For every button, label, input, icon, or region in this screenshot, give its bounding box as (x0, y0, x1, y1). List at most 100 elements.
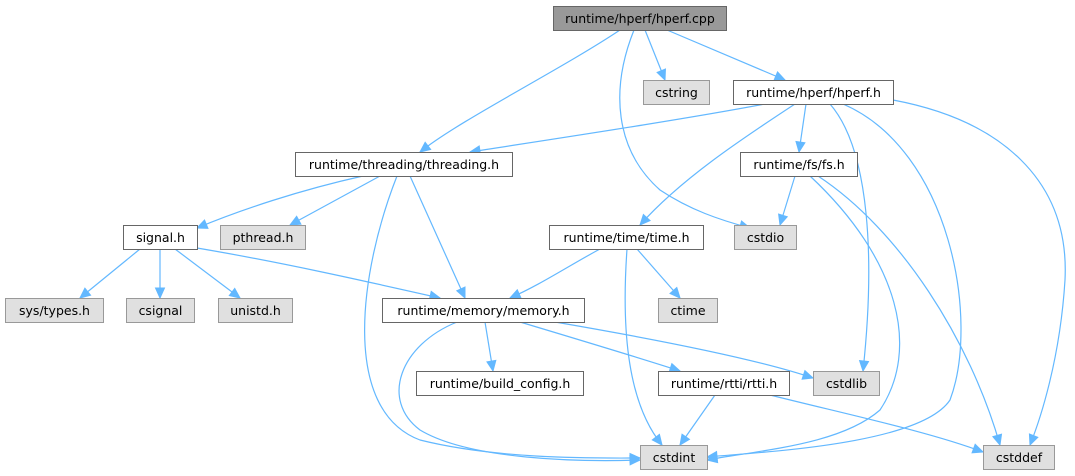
edge-threading_h-to-pthread_h (288, 175, 381, 226)
node-csignal: csignal (126, 298, 195, 323)
edge-rtti_h-to-cstddef (769, 394, 985, 454)
node-box (734, 225, 797, 250)
arrowhead-icon (858, 360, 870, 373)
arrowhead-icon (455, 286, 466, 300)
edge-time_h-to-memory_h (508, 248, 601, 299)
arrowhead-icon (991, 433, 1003, 447)
arrowhead-icon (971, 443, 985, 454)
node-threading-h[interactable]: runtime/threading/threading.h (295, 152, 513, 177)
edge-hperf_cpp-to-hperf_h (666, 29, 787, 81)
node-box (658, 298, 718, 323)
edge-rtti_h-to-cstdint (679, 394, 716, 446)
node-box (382, 298, 585, 323)
node-label: cstdint (653, 450, 696, 465)
node-box (220, 225, 306, 250)
arrowhead-icon (795, 140, 806, 154)
node-label: cstdlib (826, 376, 867, 391)
edge-line (817, 175, 1001, 446)
edge-line (639, 103, 796, 226)
edge-line (706, 103, 962, 458)
node-label: pthread.h (233, 230, 294, 245)
node-cstring: cstring (643, 80, 710, 105)
node-signal-h[interactable]: signal.h (123, 225, 198, 250)
node-label: runtime/fs/fs.h (753, 157, 844, 172)
edge-hperf_h-to-cstdlib (829, 103, 870, 373)
node-label: csignal (139, 303, 183, 318)
node-hperf-h[interactable]: runtime/hperf/hperf.h (733, 80, 894, 105)
arrowhead-icon (1028, 433, 1039, 447)
edge-line (769, 394, 984, 453)
node-memory-h[interactable]: runtime/memory/memory.h (382, 298, 585, 323)
node-unistd-h: unistd.h (218, 298, 293, 323)
edge-line (892, 99, 1066, 446)
node-box (5, 298, 104, 323)
edge-line (409, 175, 466, 299)
edge-hperf_h-to-threading_h (468, 103, 766, 156)
node-box (983, 445, 1055, 470)
edge-line (666, 29, 786, 81)
node-label: runtime/threading/threading.h (309, 157, 499, 172)
edge-line (519, 321, 681, 372)
node-label: unistd.h (230, 303, 281, 318)
node-time-h[interactable]: runtime/time/time.h (549, 225, 704, 250)
node-pthread-h: pthread.h (220, 225, 306, 250)
node-hperf-cpp[interactable]: runtime/hperf/hperf.cpp (553, 6, 727, 31)
nodes-layer: runtime/hperf/hperf.cpp cstring runtime/hp… (5, 6, 1055, 470)
edge-fs_h-to-cstdint (705, 175, 901, 464)
arrowhead-icon (705, 452, 719, 464)
arrowhead-icon (651, 433, 663, 446)
arrowhead-icon (801, 369, 815, 380)
edge-hperf_h-to-time_h (639, 103, 796, 226)
edge-memory_h-to-cstdlib (554, 321, 815, 380)
node-cstddef: cstddef (983, 445, 1055, 470)
edge-line (636, 248, 681, 299)
node-label: runtime/time/time.h (563, 230, 689, 245)
arrowhead-icon (656, 68, 666, 82)
arrowhead-icon (486, 359, 497, 373)
edge-hperf_h-to-cstddef (892, 99, 1066, 447)
edge-time_h-to-ctime (636, 248, 681, 299)
edge-hperf_cpp-to-cstring (644, 29, 666, 82)
arrowhead-icon (195, 219, 209, 229)
edge-hperf_h-to-fs_h (795, 103, 807, 154)
node-cstdint: cstdint (640, 445, 708, 470)
edge-fs_h-to-cstdio (778, 175, 796, 227)
node-rtti-h[interactable]: runtime/rtti/rtti.h (658, 371, 790, 396)
edge-line (196, 247, 441, 299)
edge-memory_h-to-build_config_h (484, 321, 497, 373)
edge-line (829, 103, 870, 372)
edge-line (79, 248, 141, 299)
node-box (658, 371, 790, 396)
node-box (416, 371, 584, 396)
node-label: runtime/hperf/hperf.h (746, 85, 881, 100)
node-box (740, 152, 858, 177)
arrowhead-icon (288, 215, 302, 226)
edge-signal_h-to-csignal (154, 249, 166, 300)
node-box (126, 298, 195, 323)
node-ctime: ctime (658, 298, 718, 323)
node-box (295, 152, 513, 177)
node-box (733, 80, 894, 105)
node-label: sys/types.h (19, 303, 90, 318)
node-box (813, 371, 880, 396)
arrowhead-icon (228, 287, 241, 299)
node-fs-h[interactable]: runtime/fs/fs.h (740, 152, 858, 177)
edge-line (469, 103, 766, 153)
edge-line (509, 248, 601, 299)
edge-threading_h-to-memory_h (409, 175, 466, 300)
node-box (218, 298, 293, 323)
node-sys-types-h: sys/types.h (5, 298, 104, 323)
arrowhead-icon (668, 362, 682, 373)
arrowhead-icon (154, 287, 166, 300)
node-box (549, 225, 704, 250)
node-build-config-h[interactable]: runtime/build_config.h (416, 371, 584, 396)
edge-line (619, 29, 751, 229)
edge-signal_h-to-unistd_h (174, 248, 241, 299)
node-box (640, 445, 708, 470)
edge-line (706, 175, 901, 461)
node-label: runtime/rtti/rtti.h (671, 376, 777, 391)
node-label: runtime/hperf/hperf.cpp (565, 11, 715, 26)
edge-line (289, 175, 381, 226)
node-label: runtime/memory/memory.h (397, 303, 569, 318)
edge-signal_h-to-sys_types_h (79, 248, 141, 299)
